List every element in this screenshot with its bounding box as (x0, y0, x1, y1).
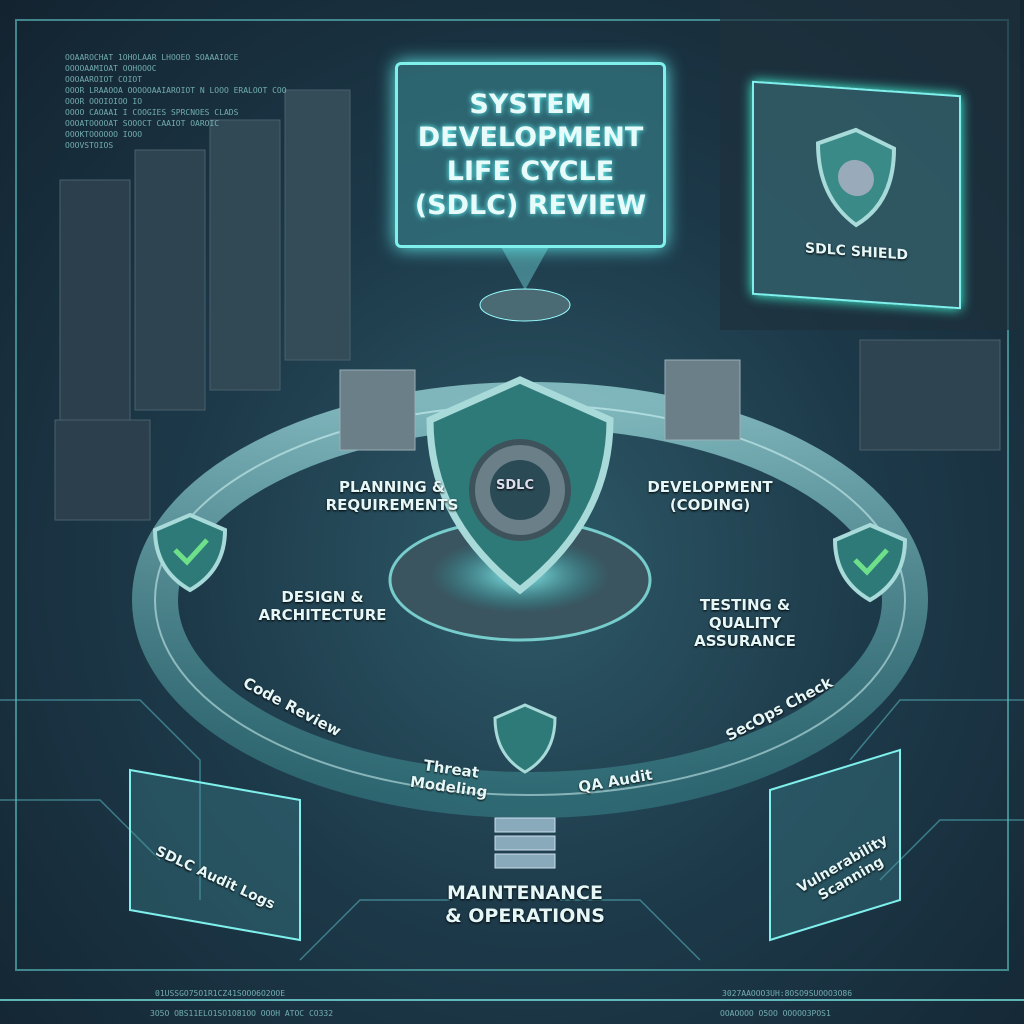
title-line: SYSTEM (469, 88, 592, 120)
code-line: OOOR OOOIOIOO IO (65, 97, 143, 106)
footer-code-bottom-right: OOAOOOO O5OO OOOOO3POS1 (720, 1009, 831, 1018)
center-shield-label: SDLC (496, 478, 534, 493)
shield-gear-icon (815, 127, 897, 228)
code-line: OOOAAROIOT COIOT (65, 75, 143, 84)
title-line: LIFE CYCLE (446, 156, 615, 187)
phase-design: DESIGN & ARCHITECTURE (258, 588, 387, 624)
check-shield-right (832, 522, 908, 603)
code-line: OOOOAAMIOAT OOHOOOC (65, 64, 157, 73)
code-block: OOAAROCHAT 1OHOLAAR LHOOEO SOAAAIOCE OOO… (65, 52, 287, 151)
footer-code-left: 01USSGO75O1R1CZ41SOOO6O2OOE (155, 989, 286, 998)
phase-planning: PLANNING & REQUIREMENTS (325, 478, 459, 514)
page-title: SYSTEM DEVELOPMENT LIFE CYCLE (SDLC) REV… (395, 62, 666, 248)
development-cube (664, 359, 741, 441)
rocket-shield-icon (493, 703, 557, 774)
code-line: OOAAROCHAT 1OHOLAAR LHOOEO SOAAAIOCE (65, 53, 239, 62)
audit-logs-panel (129, 768, 301, 942)
code-line: OOOATOOOOAT SOOOCT CAAIOT OAROIC (65, 119, 220, 128)
phase-development: DEVELOPMENT (CODING) (647, 478, 773, 514)
check-shield-left (152, 512, 228, 593)
code-line: OOOVSTOIOS (65, 141, 114, 150)
server-stack-icon (494, 817, 556, 869)
planning-cube (339, 369, 416, 451)
circuit-lines (0, 699, 1024, 961)
frame (15, 19, 1009, 971)
sdlc-shield-panel: SDLC SHIELD (752, 80, 961, 310)
code-line: OOOR LRAAOOA OOOOOAAIAROIOT N LOOO ERALO… (65, 86, 287, 95)
code-line: OOOO CAOAAI I COOGIES SPRCNOES CLADS (65, 108, 239, 117)
footer-code-bottom-left: 3O5O OBS11ELO1SO1O81OO OOOH ATOC CO332 (150, 1009, 334, 1018)
title-line: (SDLC) REVIEW (414, 189, 647, 221)
server-racks-left (54, 89, 351, 521)
phase-testing: TESTING & QUALITY ASSURANCE (694, 596, 796, 650)
code-line: OOOKTOOOOOO IOOO (65, 130, 143, 139)
title-line: DEVELOPMENT (417, 122, 644, 154)
vuln-scanning-panel (769, 748, 901, 942)
footer-code-right: 3027AAOOO3UH:8OSO9SUOOO3O86 (722, 989, 853, 998)
phase-maintenance: MAINTENANCE & OPERATIONS (445, 882, 605, 927)
